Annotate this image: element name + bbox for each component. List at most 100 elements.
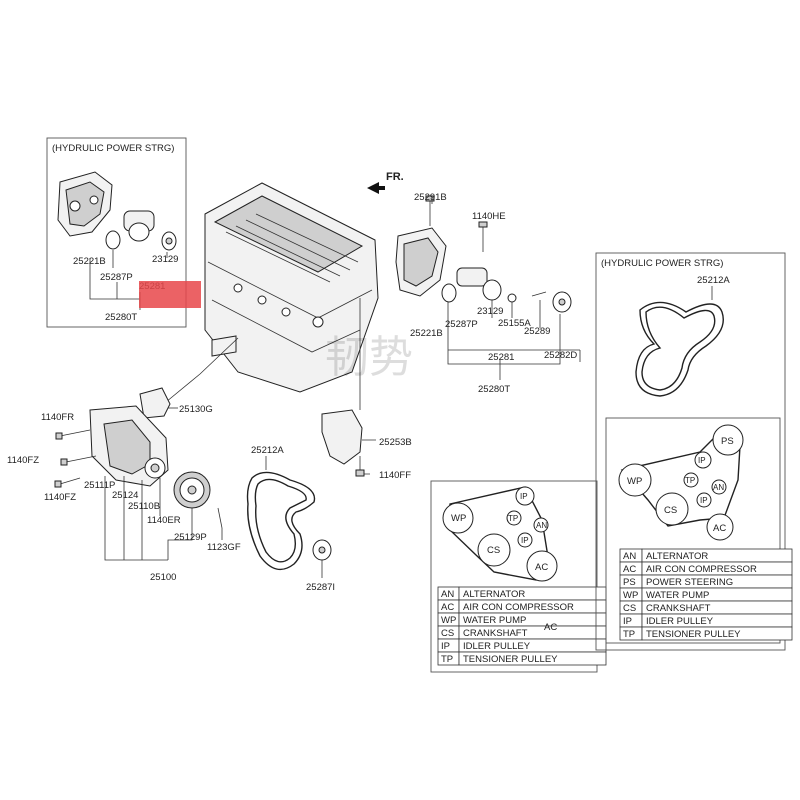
engine-block-line	[211, 299, 361, 353]
right-pulley-ps	[712, 424, 744, 456]
right-label-cs: CS	[664, 505, 677, 516]
pump-leader-from-engine	[165, 337, 239, 403]
right-bracket-body	[403, 237, 439, 287]
right-label-25282d: 25282D	[544, 350, 577, 361]
small-legend-code: CS	[441, 628, 454, 639]
left-inset-title: (HYDRULIC POWER STRG)	[52, 143, 174, 154]
label-1140fr: 1140FR	[41, 412, 74, 423]
small-label-ac: AC	[535, 562, 548, 573]
right-label-25221b: 25221B	[410, 328, 443, 339]
small-legend-name: IDLER PULLEY	[463, 641, 531, 652]
small-legend-code: AC	[441, 602, 454, 613]
small-pulley-ip-top	[515, 486, 535, 506]
right-label-1140he: 1140HE	[472, 211, 506, 222]
right-pulley-ac	[706, 513, 734, 541]
right-label-ac: AC	[713, 523, 726, 534]
small-legend-code: TP	[441, 654, 453, 665]
right-legend-name: AIR CON COMPRESSOR	[646, 564, 757, 575]
engine-bolt-1	[233, 283, 243, 293]
right-pulley-ip-top	[694, 451, 712, 469]
right-legend-name: WATER PUMP	[646, 590, 709, 601]
engine-bolt-2	[257, 295, 267, 305]
bolt-head-1140fz-a	[60, 458, 68, 466]
right-label-23129: 23129	[477, 306, 503, 317]
small-stray-label-ac: AC	[544, 622, 557, 633]
label-25111p: 25111P	[84, 480, 115, 491]
left-label-23129: 23129	[152, 254, 178, 265]
left-bracket-body	[65, 181, 105, 227]
small-legend-code: IP	[441, 641, 450, 652]
bracket-leader	[359, 298, 376, 441]
right-legend-name: IDLER PULLEY	[646, 616, 714, 627]
bolt-head-1140ff	[355, 469, 365, 477]
label-1123gf: 1123GF	[207, 542, 241, 553]
right-inset-belt-inner	[641, 306, 716, 391]
left-bracket-assembly	[57, 171, 177, 251]
small-pulley-wp	[442, 502, 474, 534]
left-inset-frame	[46, 137, 187, 328]
right-legend-name: CRANKSHAFT	[646, 603, 711, 614]
right-inset-frame	[595, 252, 786, 651]
left-label-25287p: 25287P	[100, 272, 133, 283]
label-25110b: 25110B	[128, 501, 160, 512]
right-legend-code: AC	[623, 564, 636, 575]
right-label-an: AN	[713, 483, 724, 492]
right-pulley-hub	[558, 298, 566, 306]
right-legend-name: ALTERNATOR	[646, 551, 708, 562]
right-pulley-an	[711, 479, 727, 495]
right-inset: (HYDRULIC POWER STRG) 25212A WP PS IP TP…	[595, 252, 793, 651]
right-legend-code: WP	[623, 590, 638, 601]
small-legend-code: WP	[441, 615, 456, 626]
right-pulley-ip	[696, 492, 712, 508]
left-inset: (HYDRULIC POWER STRG) 25221B 25287P 2312…	[46, 137, 187, 328]
water-pump-leader-lines	[104, 476, 223, 561]
small-pulley-ac	[526, 550, 558, 582]
center-belt-group: 25212A 25287I	[246, 445, 335, 593]
small-pulley-an	[533, 517, 549, 533]
right-label-ip: IP	[700, 496, 708, 505]
small-legend-name: WATER PUMP	[463, 615, 526, 626]
right-label-25287p: 25287P	[445, 319, 478, 330]
left-tensioner-pulley	[128, 222, 150, 242]
left-bracket-hole	[69, 200, 81, 212]
front-arrow-icon	[367, 182, 385, 194]
highlight-marker	[139, 281, 201, 308]
engine-bracket-25253b	[321, 409, 363, 465]
left-idler-pulley	[105, 230, 121, 250]
right-label-tp: TP	[685, 476, 695, 485]
right-legend-code: CS	[623, 603, 636, 614]
small-pulley-tp	[506, 510, 522, 526]
label-25129p: 25129P	[174, 532, 207, 543]
label-1140fz-a: 1140FZ	[7, 455, 39, 466]
bolt-1140fz-b	[59, 477, 81, 485]
bolt-head-1140he	[478, 221, 488, 228]
right-tensioner-body	[456, 267, 488, 287]
bolt-head-1140fz-b	[54, 480, 62, 488]
engine-head-top	[213, 195, 364, 273]
right-legend-name-cell	[641, 626, 793, 641]
center-belt-inner	[254, 478, 307, 563]
small-label-wp: WP	[451, 513, 466, 524]
right-bracket-group: 25291B 1140HE 25221B 25287P 23129 25155A…	[395, 192, 581, 395]
right-idler-pulley	[441, 283, 457, 303]
bolt-head-1140fr	[55, 432, 63, 440]
front-label: FR.	[386, 171, 404, 183]
water-pump-group: 25130G 1140FR 1140FZ 1140FZ 25111P 25124…	[7, 337, 241, 583]
right-label-wp: WP	[627, 476, 642, 487]
right-pulley-tp	[683, 472, 699, 488]
idler-25287i-hub	[318, 546, 326, 554]
right-pulley-wp	[618, 463, 652, 497]
right-legend-name: POWER STEERING	[646, 577, 733, 588]
gasket-25130g	[139, 387, 171, 419]
small-label-an: AN	[536, 521, 547, 530]
small-pulley-ip	[517, 532, 533, 548]
left-pulley-hub	[165, 237, 173, 245]
engine-mount-boss	[211, 335, 237, 357]
front-direction: FR.	[367, 171, 404, 194]
engine-bracket-group: 25253B 1140FF	[321, 298, 412, 481]
right-legend-code: PS	[623, 577, 636, 588]
right-label-25289: 25289	[524, 326, 550, 337]
left-label-25221b: 25221B	[73, 256, 106, 267]
